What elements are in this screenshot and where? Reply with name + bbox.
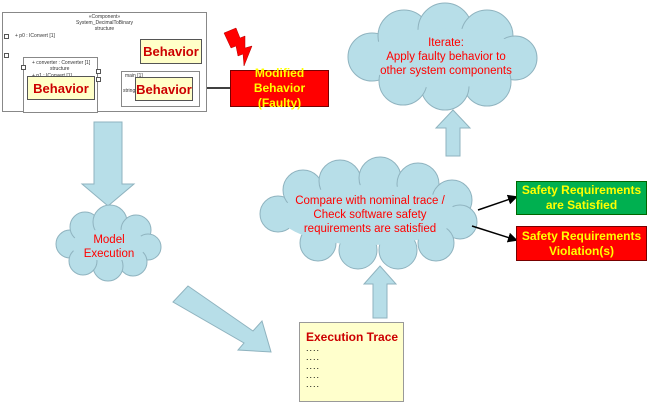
behavior-box-left: Behavior [27, 76, 95, 100]
compare-line2: Check software safety [313, 209, 427, 221]
component-name: System_DecimalToBinary [76, 20, 133, 26]
block-arrow-diagonal-to-trace [172, 285, 272, 353]
requirements-violation-box: Safety Requirements Violation(s) [516, 226, 647, 261]
converter-structure-label: structure [50, 66, 70, 72]
modified-behavior-line2: (Faulty) [257, 96, 302, 110]
component-structure-label: structure [94, 26, 115, 32]
execution-trace-box: Execution Trace .... .... .... .... .... [299, 322, 404, 402]
compare-text: Compare with nominal trace / Check softw… [282, 192, 458, 238]
component-header: «Component» System_DecimalToBinary struc… [3, 14, 206, 32]
arrow-to-violation [471, 225, 518, 243]
port-p0 [4, 34, 9, 39]
trace-dots-line: .... [306, 361, 321, 371]
component-stereotype: «Component» [88, 14, 121, 20]
model-execution-line1: Model [93, 234, 125, 246]
converter-part-label: + converter : Converter [1] [32, 60, 91, 66]
iterate-line3: other system components [380, 65, 512, 77]
modified-behavior-box: Modified Behavior (Faulty) [230, 66, 329, 110]
compare-line1: Compare with nominal trace / [295, 195, 445, 207]
model-execution-line2: Execution [83, 248, 135, 260]
iterate-text: Iterate: Apply faulty behavior to other … [368, 32, 524, 82]
block-arrow-down-to-execution [80, 121, 136, 207]
port-p1 [21, 65, 26, 70]
cloud-compare [259, 156, 478, 270]
arrow-to-satisfied [477, 194, 518, 211]
compare-line3: requirements are satisfied [303, 223, 437, 235]
port-converter-out-b [96, 77, 101, 82]
behavior-box-top: Behavior [140, 39, 202, 64]
block-arrow-up-to-iterate [434, 109, 472, 157]
trace-dots-line: .... [306, 379, 321, 389]
satisfied-line1: Safety Requirements [521, 183, 642, 197]
model-execution-text: Model Execution [78, 230, 140, 264]
main-part-label: main [1] [125, 73, 143, 79]
modified-behavior-line1: Modified Behavior [253, 66, 306, 95]
lightning-bolt-icon [223, 27, 253, 67]
requirements-satisfied-box: Safety Requirements are Satisfied [516, 181, 647, 215]
violation-line2: Violation(s) [548, 243, 615, 258]
component-diagram: «Component» System_DecimalToBinary struc… [2, 12, 207, 113]
behavior-box-right: Behavior [135, 77, 193, 101]
block-arrow-up-to-compare [362, 265, 398, 319]
iterate-line2: Apply faulty behavior to [386, 51, 506, 63]
cloud-iterate [347, 2, 538, 111]
trace-dots-line: .... [306, 370, 321, 380]
cloud-model-execution [55, 204, 162, 282]
execution-trace-title: Execution Trace [306, 330, 399, 344]
string-part-label: string [1] [123, 88, 143, 94]
port-converter-out-a [96, 69, 101, 74]
violation-line1: Safety Requirements [521, 228, 642, 243]
port-p0-label: + p0 : IConvert [1] [15, 33, 55, 39]
satisfied-line2: are Satisfied [545, 198, 618, 212]
port-side [4, 53, 9, 58]
trace-dots-line: .... [306, 343, 321, 353]
iterate-line1: Iterate: [428, 37, 464, 49]
trace-dots-line: .... [306, 352, 321, 362]
